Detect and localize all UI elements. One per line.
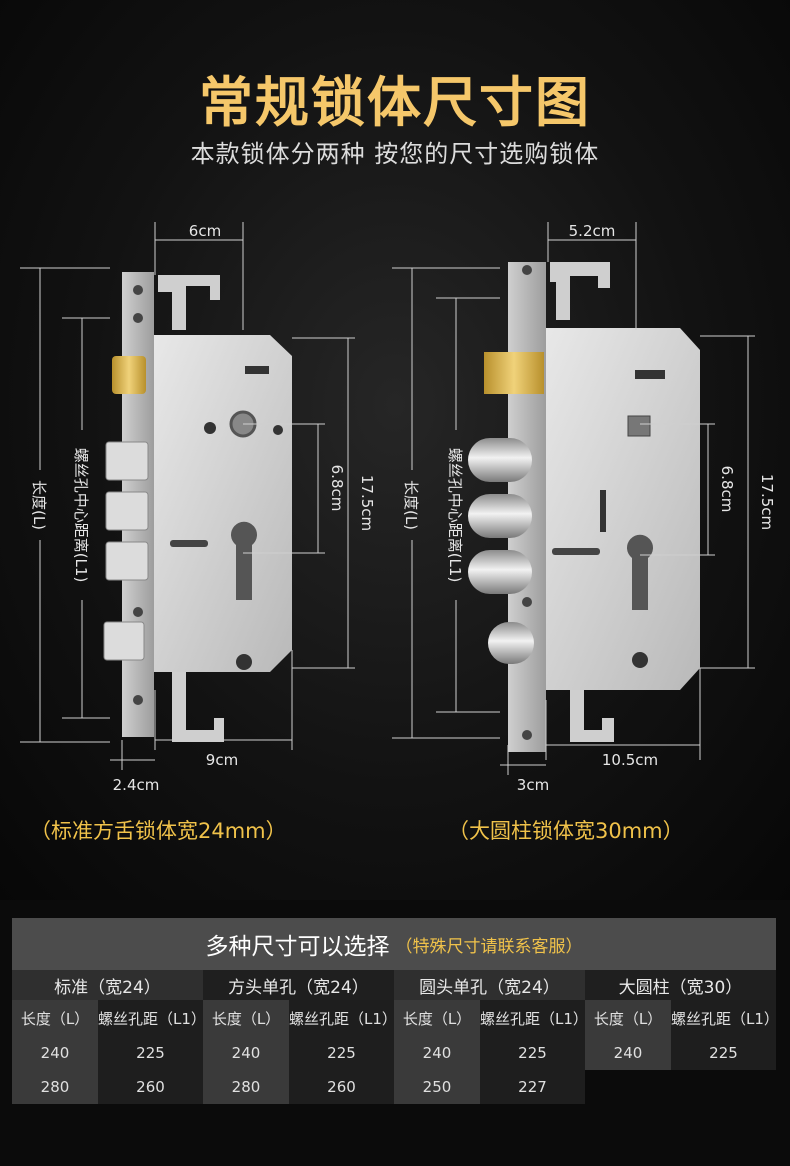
left-dimension-lines — [20, 222, 355, 770]
left-top-hook — [158, 275, 220, 330]
size-table-header: 多种尺寸可以选择 （特殊尺寸请联系客服） — [12, 918, 776, 970]
left-bolt-1 — [105, 441, 149, 481]
col-screw: 螺丝孔距（L1） — [98, 1000, 206, 1036]
table-cell: 240 — [12, 1036, 98, 1070]
table-row: 280 260 280 260 250 227 — [12, 1070, 776, 1104]
size-table: 多种尺寸可以选择 （特殊尺寸请联系客服） 标准（宽24） 方头单孔（宽24） 圆… — [12, 918, 779, 1104]
table-cell: 227 — [480, 1070, 585, 1104]
right-top-width: 5.2cm — [569, 222, 616, 240]
table-cell: 225 — [480, 1036, 585, 1070]
left-bottom-hook — [172, 672, 224, 742]
right-lock — [468, 262, 700, 752]
right-bolt-3 — [468, 550, 532, 594]
left-center-distance: 6.8cm — [328, 465, 346, 512]
group-large-cylinder: 大圆柱（宽30） — [585, 970, 776, 1000]
right-center-distance: 6.8cm — [718, 466, 736, 513]
group-round-single: 圆头单孔（宽24） — [394, 970, 585, 1000]
left-top-width: 6cm — [189, 222, 221, 240]
table-cell: 225 — [671, 1036, 776, 1070]
table-row: 240 225 240 225 240 225 240 225 — [12, 1036, 776, 1070]
right-dimension-lines — [392, 222, 755, 775]
right-bottom-width: 10.5cm — [602, 751, 658, 769]
right-lock-caption: （大圆柱锁体宽30mm） — [448, 819, 684, 843]
left-cylinder-hole — [231, 521, 257, 600]
right-faceplate-width: 3cm — [517, 776, 549, 794]
right-top-hook — [550, 262, 610, 320]
col-screw: 螺丝孔距（L1） — [480, 1000, 588, 1036]
page-title: 常规锁体尺寸图 — [199, 71, 591, 134]
right-bolt-2 — [468, 494, 532, 538]
size-table-subheader: 长度（L） 螺丝孔距（L1） 长度（L） 螺丝孔距（L1） 长度（L） 螺丝孔距… — [12, 1000, 779, 1036]
left-bolt-2 — [105, 491, 149, 531]
left-lock-plate — [154, 335, 292, 672]
col-screw: 螺丝孔距（L1） — [671, 1000, 779, 1036]
col-length: 长度（L） — [394, 1000, 480, 1036]
table-cell — [671, 1070, 776, 1104]
left-bolt-4 — [103, 621, 145, 661]
table-cell: 240 — [203, 1036, 289, 1070]
page-subtitle: 本款锁体分两种 按您的尺寸选购锁体 — [190, 140, 600, 168]
right-cylinder-hole — [627, 534, 653, 610]
col-length: 长度（L） — [12, 1000, 98, 1036]
table-cell: 240 — [585, 1036, 671, 1070]
table-cell: 260 — [98, 1070, 203, 1104]
left-length-label: 长度(L) — [30, 480, 48, 530]
left-brass-latch — [112, 356, 146, 394]
left-lock-caption: （标准方舌锁体宽24mm） — [30, 819, 287, 843]
left-bolt-3 — [105, 541, 149, 581]
right-lock-plate — [546, 328, 700, 690]
size-table-groups: 标准（宽24） 方头单孔（宽24） 圆头单孔（宽24） 大圆柱（宽30） — [12, 970, 776, 1000]
left-screw-label: 螺丝孔中心距离(L1) — [72, 448, 90, 583]
table-cell: 280 — [12, 1070, 98, 1104]
table-cell: 240 — [394, 1036, 480, 1070]
group-standard: 标准（宽24） — [12, 970, 203, 1000]
size-table-title: 多种尺寸可以选择 — [205, 934, 390, 960]
lock-diagrams: 6cm 9cm 2.4cm 6.8cm 17.5cm 长度(L) 螺丝孔中心距离… — [20, 222, 776, 794]
right-length-label: 长度(L) — [402, 480, 420, 530]
col-length: 长度（L） — [585, 1000, 671, 1036]
left-bottom-width: 9cm — [206, 751, 238, 769]
table-cell: 225 — [289, 1036, 394, 1070]
right-bolt-1 — [468, 438, 532, 482]
group-square-single: 方头单孔（宽24） — [203, 970, 394, 1000]
col-length: 长度（L） — [203, 1000, 289, 1036]
table-cell: 225 — [98, 1036, 203, 1070]
left-height: 17.5cm — [358, 475, 376, 531]
table-cell: 260 — [289, 1070, 394, 1104]
table-cell: 280 — [203, 1070, 289, 1104]
col-screw: 螺丝孔距（L1） — [289, 1000, 397, 1036]
right-spindle-hole — [627, 415, 651, 437]
right-brass-latch — [484, 352, 544, 394]
table-cell — [585, 1070, 671, 1104]
left-faceplate-width: 2.4cm — [113, 776, 160, 794]
right-screw-label: 螺丝孔中心距离(L1) — [446, 448, 464, 583]
right-height: 17.5cm — [758, 474, 776, 530]
right-bottom-hook — [570, 690, 614, 742]
size-table-note: （特殊尺寸请联系客服） — [395, 936, 583, 957]
table-cell: 250 — [394, 1070, 480, 1104]
left-lock — [103, 272, 292, 742]
right-bolt-4 — [488, 622, 534, 664]
